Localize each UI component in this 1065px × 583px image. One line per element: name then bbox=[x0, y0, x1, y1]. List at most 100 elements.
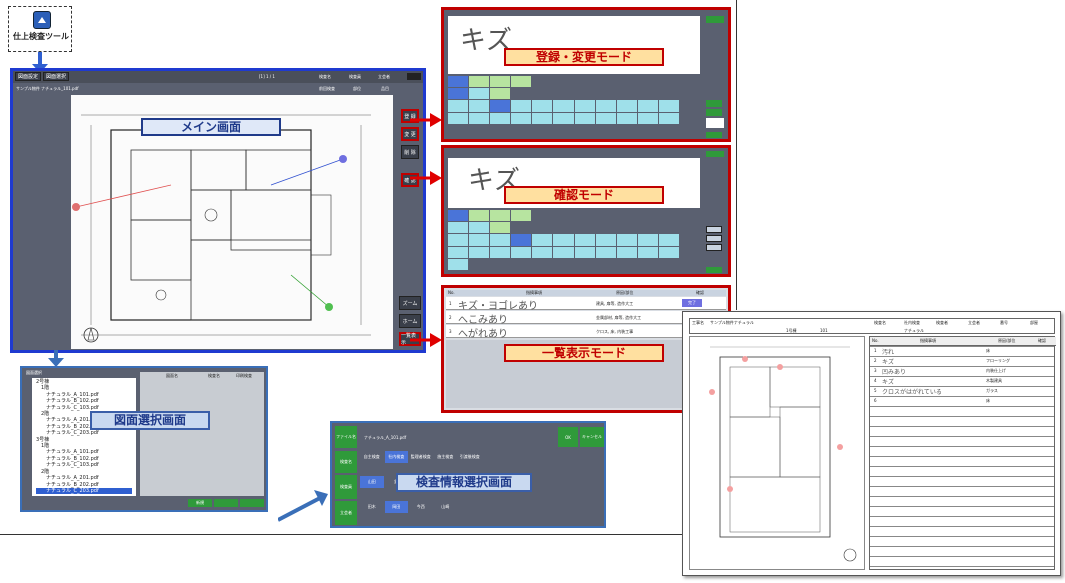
delete-button[interactable]: 削 除 bbox=[401, 145, 419, 159]
drawing-detail-panel: 図面名 検査名 印刷検査 bbox=[140, 372, 264, 496]
register-button-grid[interactable] bbox=[448, 76, 700, 136]
drawing-tree[interactable]: 2号棟 1階 ナチュラル_A_101.pdf ナチュラル_B_102.pdf ナ… bbox=[32, 378, 136, 496]
tree-node[interactable]: ナチュラル_B_102.pdf bbox=[46, 455, 99, 462]
main-screen: 図面設定 図面選択 [1] 1 / 1 検査名 検査員 立会者 サンプル物件 ナ… bbox=[10, 68, 426, 353]
list-row-no: 1 bbox=[449, 301, 452, 306]
window-buttons[interactable] bbox=[407, 73, 421, 80]
list-row[interactable]: 3 へがれあり クロス, 床, 内装工事 bbox=[446, 325, 726, 340]
register-side-btn-1[interactable] bbox=[706, 100, 722, 107]
tree-node[interactable]: ナチュラル_C_103.pdf bbox=[46, 462, 99, 469]
tree-node[interactable]: 2号棟 bbox=[36, 379, 50, 385]
detail-col-inspection: 検査名 bbox=[208, 373, 220, 378]
right-frame-line bbox=[736, 0, 737, 310]
tab-drawing-select[interactable]: 図面選択 bbox=[43, 72, 69, 81]
floor-plan-canvas[interactable] bbox=[71, 95, 393, 349]
tree-node[interactable]: ナチュラル_C_103.pdf bbox=[46, 404, 99, 411]
report-row-cause: 内装仕上げ bbox=[986, 368, 1006, 373]
report-label-inspection: 検査名 bbox=[874, 320, 886, 325]
tree-node[interactable]: ナチュラル_A_101.pdf bbox=[46, 391, 99, 398]
report-row-cause: ガラス bbox=[986, 388, 998, 393]
report-plan bbox=[689, 336, 865, 570]
drawing-select-btn-2[interactable] bbox=[214, 499, 238, 507]
main-screen-label: メイン画面 bbox=[141, 118, 281, 136]
arrow-to-inspection-select bbox=[278, 490, 328, 522]
report-label-number: 番号 bbox=[1000, 320, 1008, 325]
report-row-text: キズ bbox=[882, 359, 895, 366]
report-col-check: 確認 bbox=[1038, 338, 1046, 343]
register-side-field[interactable] bbox=[706, 118, 724, 128]
cancel-button[interactable]: キャンセル bbox=[580, 427, 604, 447]
report-value-building: 1号棟 bbox=[786, 328, 797, 333]
report-row-text: クロスがはがれている bbox=[882, 389, 942, 396]
report-col-cause: 原因/部位 bbox=[998, 338, 1016, 343]
list-col-no: No. bbox=[448, 290, 455, 295]
list-row-meta: クロス, 床, 内装工事 bbox=[596, 329, 634, 334]
tree-node[interactable]: 2階 bbox=[41, 411, 50, 418]
register-ok-btn[interactable] bbox=[706, 132, 722, 138]
report-row: 5 クロスがはがれている ガラス bbox=[870, 387, 1056, 396]
tree-node[interactable]: 1階 bbox=[41, 385, 50, 392]
tool-launcher[interactable]: 仕上検査ツール bbox=[8, 6, 72, 52]
confirm-side-btn-1[interactable] bbox=[706, 226, 722, 233]
inspection-report: 工事名 サンプル物件ナチュラル 検査名 社内検査 検査者 立会者 番号 部屋 1… bbox=[682, 311, 1061, 576]
report-row: 2 キズ フローリング bbox=[870, 357, 1056, 366]
report-label-internal: 社内検査 bbox=[904, 320, 920, 325]
report-row-no: 1 bbox=[874, 348, 877, 353]
tree-node[interactable]: 1階 bbox=[41, 443, 50, 450]
confirm-side-btn-3[interactable] bbox=[706, 244, 722, 251]
new-button[interactable]: 新規 bbox=[188, 499, 212, 507]
drawing-select-btn-3[interactable] bbox=[240, 499, 264, 507]
tree-node[interactable]: ナチュラル_A_201.pdf bbox=[46, 417, 99, 424]
confirm-side-btn-2[interactable] bbox=[706, 235, 722, 242]
home-button[interactable]: ホーム bbox=[399, 314, 421, 328]
confirm-mode-screen: キズ 確認モード bbox=[441, 145, 731, 277]
register-top-btn[interactable] bbox=[706, 16, 724, 23]
report-row-text: 凹みあり bbox=[882, 369, 907, 376]
drawing-select-screen: 図面選択 2号棟 1階 ナチュラル_A_101.pdf ナチュラル_B_102.… bbox=[20, 366, 268, 512]
confirm-ok-btn[interactable] bbox=[706, 267, 722, 273]
list-row[interactable]: 2 へこみあり 金属部材, 扉等, 造作大工 bbox=[446, 311, 726, 326]
report-row-cause: 床 bbox=[986, 398, 990, 403]
confirm-button-grid[interactable] bbox=[448, 210, 700, 270]
tree-node[interactable]: ナチュラル_C_203.pdf bbox=[46, 430, 99, 437]
tree-node[interactable]: ナチュラル_B_102.pdf bbox=[46, 398, 99, 405]
tree-node[interactable]: ナチュラル_B_202.pdf bbox=[46, 423, 99, 430]
report-row-cause: フローリング bbox=[986, 358, 1010, 363]
report-label-witness: 立会者 bbox=[968, 320, 980, 325]
list-col-text: 指摘事項 bbox=[526, 290, 542, 295]
drawing-select-title: 図面選択 bbox=[26, 370, 42, 375]
confirm-mode-label: 確認モード bbox=[504, 186, 664, 204]
register-side-btn-2[interactable] bbox=[706, 109, 722, 116]
tree-node[interactable]: ナチュラル_B_202.pdf bbox=[46, 481, 99, 488]
report-row-cause: 床 bbox=[986, 348, 990, 353]
list-row-text: へこみあり bbox=[458, 315, 508, 326]
tree-node[interactable]: 2階 bbox=[41, 468, 50, 475]
register-handwriting: キズ bbox=[460, 26, 513, 56]
list-row-text: キズ・ヨゴレあり bbox=[458, 301, 538, 312]
sub-header-item: 品目 bbox=[381, 86, 389, 91]
report-row: 3 凹みあり 内装仕上げ bbox=[870, 367, 1056, 376]
list-view-button[interactable]: 一覧表示 bbox=[399, 332, 421, 346]
confirm-top-btn[interactable] bbox=[706, 151, 724, 157]
report-row: 6 床 bbox=[870, 397, 1056, 406]
tool-icon bbox=[33, 11, 51, 29]
report-row: 4 キズ 木製建具 bbox=[870, 377, 1056, 386]
report-floor-plan bbox=[709, 346, 857, 562]
tree-node[interactable]: ナチュラル_A_101.pdf bbox=[46, 449, 99, 456]
list-row-meta: 金属部材, 扉等, 造作大工 bbox=[596, 315, 642, 320]
tree-node[interactable]: 3号棟 bbox=[36, 436, 50, 443]
report-label-inspector: 検査者 bbox=[936, 320, 948, 325]
zoom-button[interactable]: ズーム bbox=[399, 296, 421, 310]
main-top-bar: 図面設定 図面選択 [1] 1 / 1 検査名 検査員 立会者 bbox=[13, 71, 423, 83]
ok-button[interactable]: OK bbox=[558, 427, 578, 447]
list-row[interactable]: 1 キズ・ヨゴレあり 建具, 扉等, 造作大工 完了 bbox=[446, 297, 726, 312]
change-button[interactable]: 変 更 bbox=[401, 127, 419, 141]
tree-node[interactable]: ナチュラル_A_201.pdf bbox=[46, 475, 99, 482]
list-row-text: へがれあり bbox=[458, 329, 508, 340]
list-col-cause: 原因/部位 bbox=[616, 290, 634, 295]
tab-drawing-settings[interactable]: 図面設定 bbox=[15, 72, 41, 81]
list-row-no: 3 bbox=[449, 329, 452, 334]
report-row-no: 2 bbox=[874, 358, 877, 363]
report-row-no: 6 bbox=[874, 398, 877, 403]
tree-node-selected[interactable]: ナチュラル_C_203.pdf bbox=[36, 487, 132, 495]
